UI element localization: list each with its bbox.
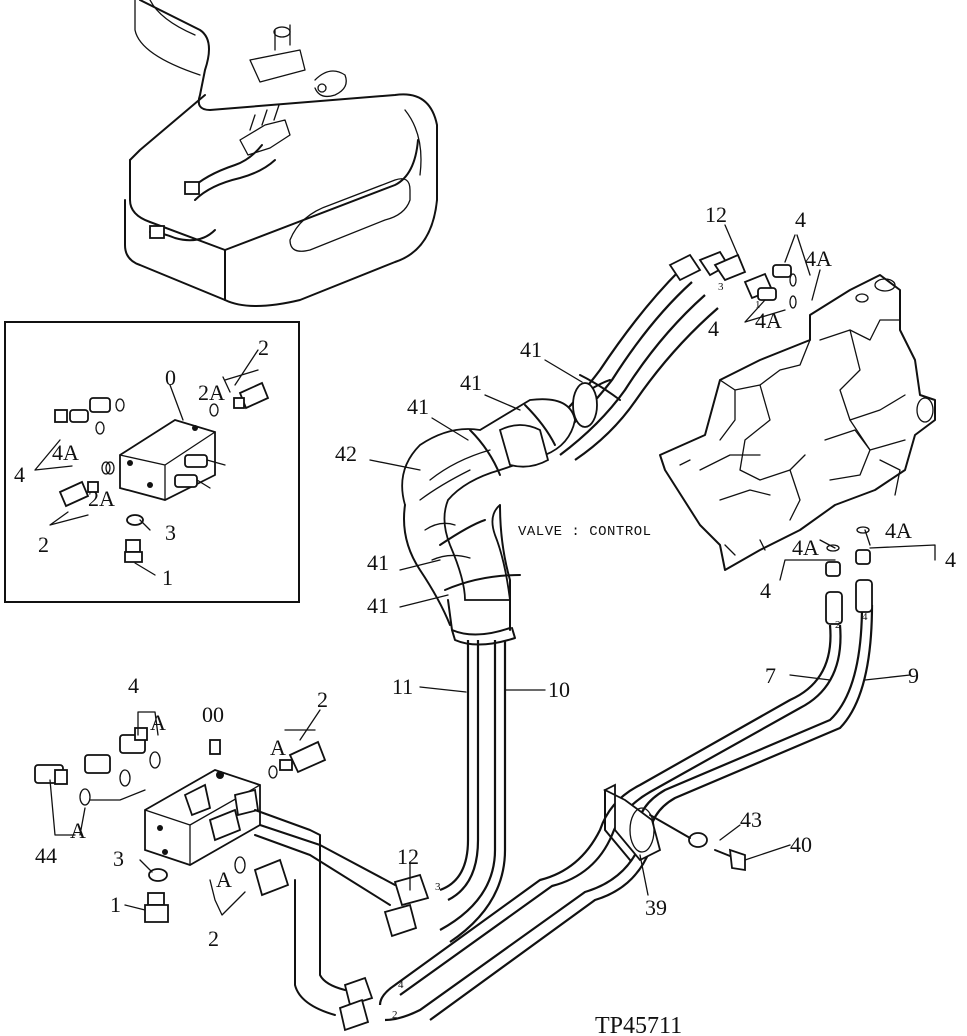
- callout-11: 11: [392, 674, 413, 699]
- inset-pressure-switch-bottom: [58, 461, 111, 508]
- hoses-7-and-9: 2 4: [378, 526, 874, 1022]
- svg-text:3: 3: [718, 281, 724, 293]
- callout-leaders: [369, 224, 936, 896]
- inset-pressure-switch-top: [209, 381, 270, 417]
- callout-41-a: 41: [520, 337, 542, 362]
- inset-right-fittings: [174, 454, 226, 489]
- bolt-40: [714, 848, 746, 872]
- callout-10: 10: [548, 677, 570, 702]
- lower-callout-a1: A: [150, 710, 166, 735]
- svg-text:4: 4: [862, 611, 868, 623]
- callout-41-b: 41: [460, 370, 482, 395]
- inset-callout-0: 0: [165, 365, 176, 390]
- callout-41-d: 41: [367, 550, 389, 575]
- svg-text:4: 4: [398, 979, 404, 991]
- lower-callout-4: 4: [128, 673, 139, 698]
- callout-4a-top-1: 4A: [805, 246, 832, 271]
- callout-4a-top-2: 4A: [755, 308, 782, 333]
- callout-4-right-2: 4: [945, 547, 956, 572]
- inset-detail-box: [4, 321, 300, 603]
- inset-callout-2-b: 2: [38, 532, 49, 557]
- callout-4-right-1: 4: [760, 578, 771, 603]
- callout-9: 9: [908, 663, 919, 688]
- hose-bundle-with-sleeve: [401, 374, 621, 943]
- callout-42: 42: [335, 441, 357, 466]
- callout-4a-right-1: 4A: [792, 535, 819, 560]
- valve-control-label: VALVE : CONTROL: [518, 524, 652, 540]
- inset-fitting-a: [54, 397, 125, 475]
- lower-callout-00: 00: [202, 702, 224, 727]
- lower-valve-block-assembly: 3 4 2: [34, 709, 441, 1032]
- svg-text:1: 1: [755, 299, 761, 311]
- svg-text:3: 3: [435, 881, 441, 893]
- callout-41-c: 41: [407, 394, 429, 419]
- callout-39: 39: [645, 895, 667, 920]
- inset-callout-4a: 4A: [52, 440, 79, 465]
- lower-callout-2-top: 2: [317, 687, 328, 712]
- inset-callout-1: 1: [162, 565, 173, 590]
- lower-callout-a2: A: [270, 735, 286, 760]
- callout-43: 43: [740, 807, 762, 832]
- callout-4-top-2: 4: [708, 316, 719, 341]
- lower-callout-a4: A: [216, 867, 232, 892]
- inset-callout-3: 3: [165, 520, 176, 545]
- hose-clamp-bracket: [602, 783, 746, 872]
- callout-12-top: 12: [705, 202, 727, 227]
- callout-4a-right-2: 4A: [885, 518, 912, 543]
- lower-callout-a3: A: [70, 818, 86, 843]
- lower-callout-44: 44: [35, 843, 57, 868]
- inset-bolt: [124, 539, 143, 563]
- control-valve-illustration: [659, 274, 936, 571]
- svg-text:2: 2: [392, 1009, 398, 1021]
- callout-4-top: 4: [795, 207, 806, 232]
- lower-callout-3: 3: [113, 846, 124, 871]
- callout-40: 40: [790, 832, 812, 857]
- callout-12-bottom: 12: [397, 844, 419, 869]
- callout-41-e: 41: [367, 593, 389, 618]
- inset-callout-2a-a: 2A: [198, 380, 225, 405]
- lower-callout-2-bottom: 2: [208, 926, 219, 951]
- inset-callout-4: 4: [14, 462, 25, 487]
- inset-callout-2: 2: [258, 335, 269, 360]
- lower-callout-1: 1: [110, 892, 121, 917]
- svg-text:2: 2: [835, 619, 841, 631]
- callout-7: 7: [765, 663, 776, 688]
- drawing-code: TP45711: [595, 1013, 682, 1036]
- inset-callout-2a-b: 2A: [88, 486, 115, 511]
- machine-body-illustration: [124, 0, 438, 307]
